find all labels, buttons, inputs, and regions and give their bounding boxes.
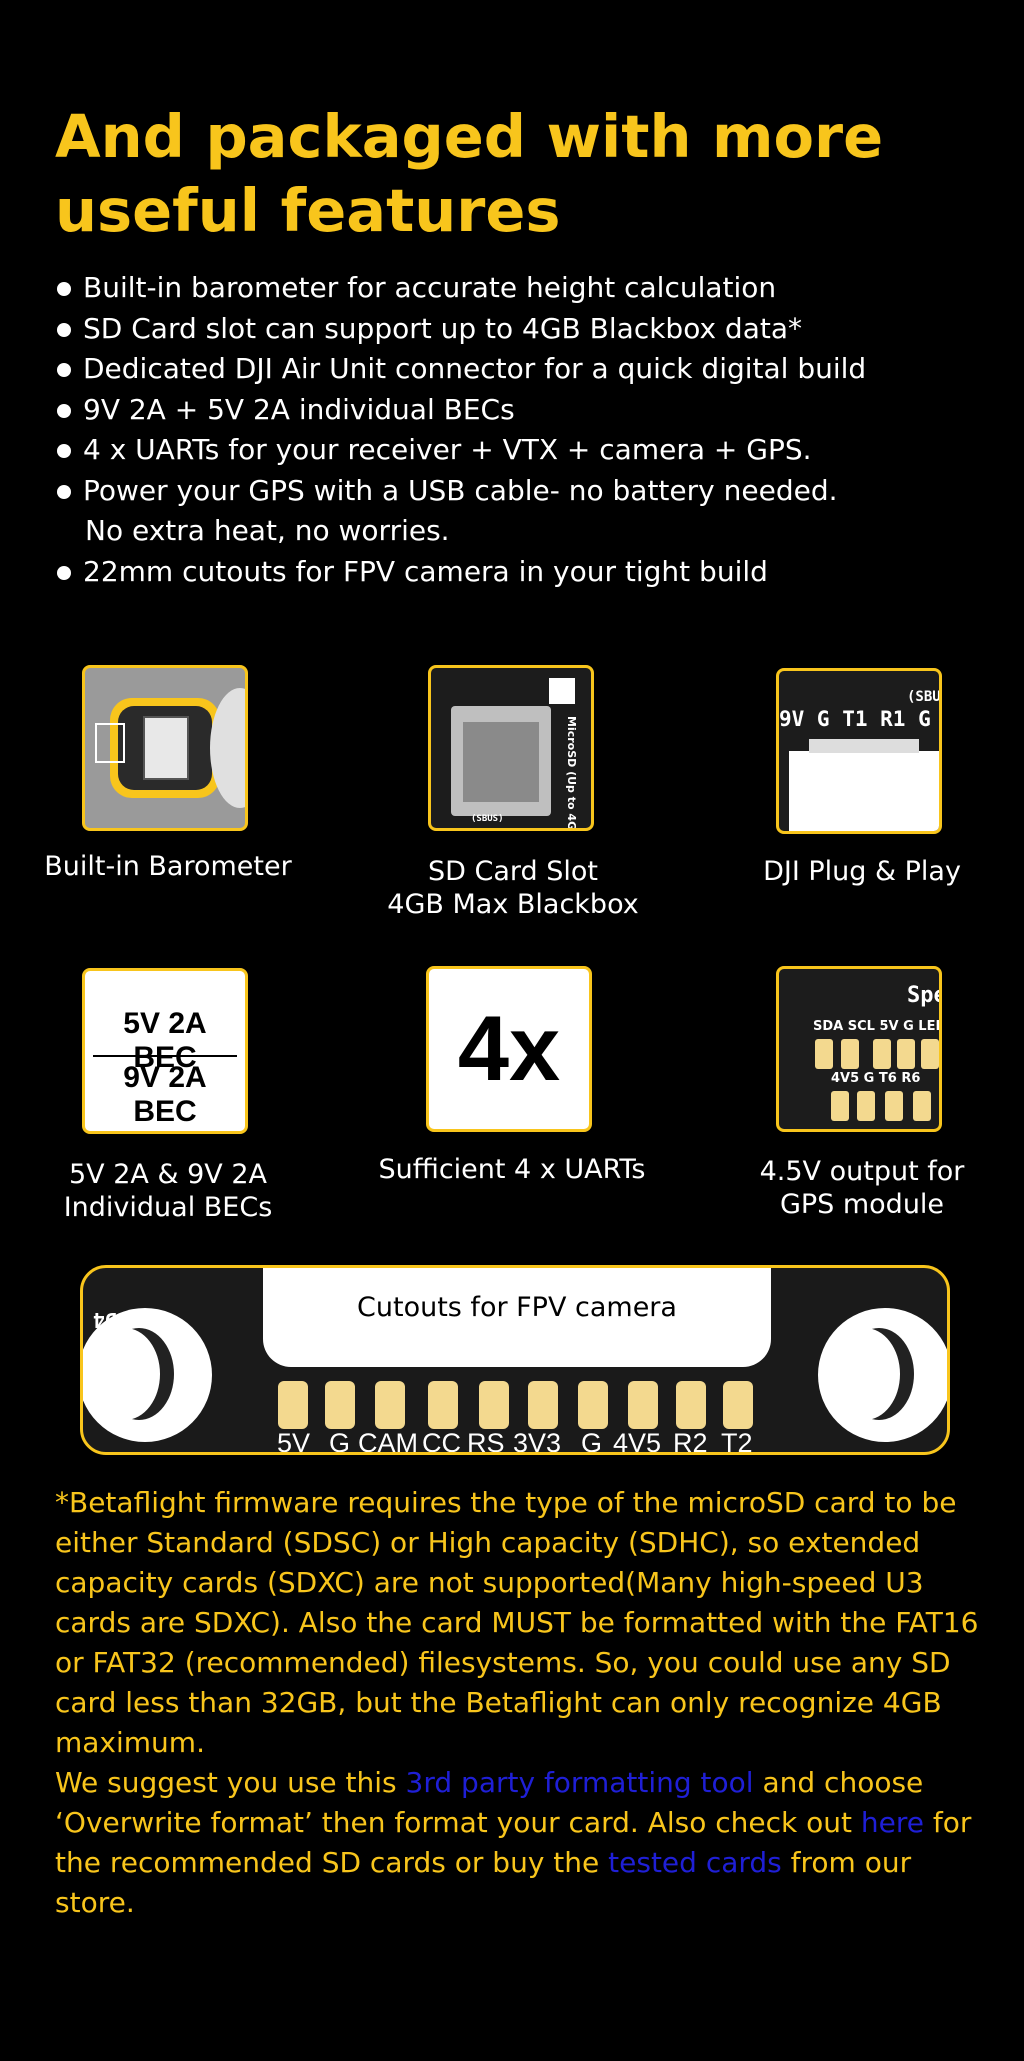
- gps-bottom-silk: 4V5 G T6 R6: [831, 1071, 921, 1086]
- pad-icon: [857, 1091, 875, 1121]
- connector-icon: [789, 751, 939, 831]
- bec-image: 5V 2A BEC 9V 2A BEC: [82, 968, 248, 1134]
- bullet-icon: [57, 403, 71, 418]
- sdcard-image: MicroSD (Up to 4GB) (SBUS): [428, 665, 594, 831]
- pad-label: G: [581, 1428, 603, 1455]
- dji-caption: DJI Plug & Play: [763, 856, 961, 887]
- formatting-tool-link[interactable]: 3rd party formatting tool: [405, 1766, 754, 1799]
- pad-icon: [428, 1381, 458, 1429]
- pad-icon: [278, 1381, 308, 1429]
- barometer-chip-icon: [143, 716, 189, 780]
- mount-ring-left-icon: [83, 1308, 212, 1442]
- tested-cards-link[interactable]: tested cards: [608, 1846, 782, 1879]
- pad-label: 4V5: [613, 1428, 662, 1455]
- sbus-silk: (SBUS): [471, 814, 504, 824]
- bullet-icon: [57, 565, 71, 580]
- divider: [93, 1055, 237, 1057]
- uarts-4x-label: 4x: [457, 998, 561, 1100]
- camera-cutout-notch: [263, 1268, 771, 1367]
- barometer-image: [82, 665, 248, 831]
- bullet-icon: [57, 444, 71, 458]
- pad-label: 5V: [277, 1428, 311, 1455]
- bec-9v-label: 9V 2A BEC: [123, 1061, 207, 1128]
- sbus-silk: (SBU: [907, 689, 941, 705]
- camera-cutout-image: Cutouts for FPV camera 5V D4 G 5V G CAM …: [80, 1265, 950, 1455]
- pad-label: CC: [422, 1428, 461, 1455]
- pad-icon: [325, 1381, 355, 1429]
- pad-icon: [479, 1381, 509, 1429]
- pad-icon: [921, 1039, 939, 1069]
- pad-icon: [841, 1039, 859, 1069]
- feature-item: SD Card slot can support up to 4GB Black…: [55, 309, 1005, 350]
- feature-item: 9V 2A + 5V 2A individual BECs: [55, 390, 1005, 431]
- pad-icon: [375, 1381, 405, 1429]
- pad-icon: [913, 1091, 931, 1121]
- feature-item: 22mm cutouts for FPV camera in your tigh…: [55, 552, 1005, 593]
- connector-pins-icon: [809, 739, 919, 753]
- gps-top-silk: SDA SCL 5V G LED: [813, 1019, 942, 1034]
- pad-label: R2: [673, 1428, 708, 1455]
- uarts-image: 4x: [426, 966, 592, 1132]
- pad-label: T2: [721, 1428, 753, 1455]
- page-title: And packaged with more useful features: [55, 100, 995, 248]
- dji-connector-image: (SBU 9V G T1 R1 G R: [776, 668, 942, 834]
- feature-list: Built-in barometer for accurate height c…: [55, 268, 1005, 592]
- sd-card-footnote: *Betaflight firmware requires the type o…: [55, 1486, 979, 1919]
- feature-item: Power your GPS with a USB cable- no batt…: [55, 471, 1005, 512]
- pad-icon: [578, 1381, 608, 1429]
- mount-ring-right-icon: [818, 1308, 947, 1442]
- pad-icon: [831, 1091, 849, 1121]
- pad-icon: [528, 1381, 558, 1429]
- title-line-1: And packaged with more: [55, 102, 884, 171]
- recommended-cards-link[interactable]: here: [860, 1806, 924, 1839]
- pad-icon: [723, 1381, 753, 1429]
- dji-pin-silk: 9V G T1 R1 G R: [779, 707, 942, 731]
- title-line-2: useful features: [55, 176, 561, 245]
- pad-icon: [628, 1381, 658, 1429]
- sd-side-silk: MicroSD (Up to 4GB): [565, 716, 578, 831]
- cutout-title: Cutouts for FPV camera: [357, 1292, 677, 1323]
- pad-icon: [885, 1091, 903, 1121]
- bullet-icon: [57, 484, 71, 499]
- bec-caption: 5V 2A & 9V 2A Individual BECs: [63, 1159, 273, 1223]
- footnote-paragraph: *Betaflight firmware requires the type o…: [55, 1486, 979, 1759]
- bullet-icon: [57, 363, 71, 377]
- feature-item: 4 x UARTs for your receiver + VTX + came…: [55, 430, 1005, 471]
- pad-label: 3V3: [513, 1428, 562, 1455]
- pad-icon: [873, 1039, 891, 1069]
- component-icon: [95, 723, 125, 763]
- pad-icon: [815, 1039, 833, 1069]
- gps-caption: 4.5V output for GPS module: [759, 1156, 965, 1220]
- bullet-icon: [57, 282, 71, 296]
- pad-icon: [676, 1381, 706, 1429]
- label-icon: [549, 678, 575, 704]
- pad-icon: [897, 1039, 915, 1069]
- brand-silk: Spe: [907, 983, 939, 1008]
- sd-slot-inner-icon: [463, 722, 539, 802]
- pad-label: CAM: [358, 1428, 418, 1455]
- pad-label: G: [329, 1428, 351, 1455]
- uarts-caption: Sufficient 4 x UARTs: [378, 1154, 646, 1185]
- bec-5v-label: 5V 2A BEC: [123, 1007, 207, 1074]
- bullet-icon: [57, 322, 71, 337]
- pad-label: RS: [467, 1428, 505, 1455]
- feature-item: Dedicated DJI Air Unit connector for a q…: [55, 349, 1005, 390]
- feature-item: Built-in barometer for accurate height c…: [55, 268, 1005, 309]
- feature-item-continued: No extra heat, no worries.: [85, 514, 450, 547]
- gps-pads-image: Spe SDA SCL 5V G LED 4V5 G T6 R6: [776, 966, 942, 1132]
- sdcard-caption: SD Card Slot 4GB Max Blackbox: [387, 856, 639, 920]
- barometer-caption: Built-in Barometer: [44, 851, 292, 882]
